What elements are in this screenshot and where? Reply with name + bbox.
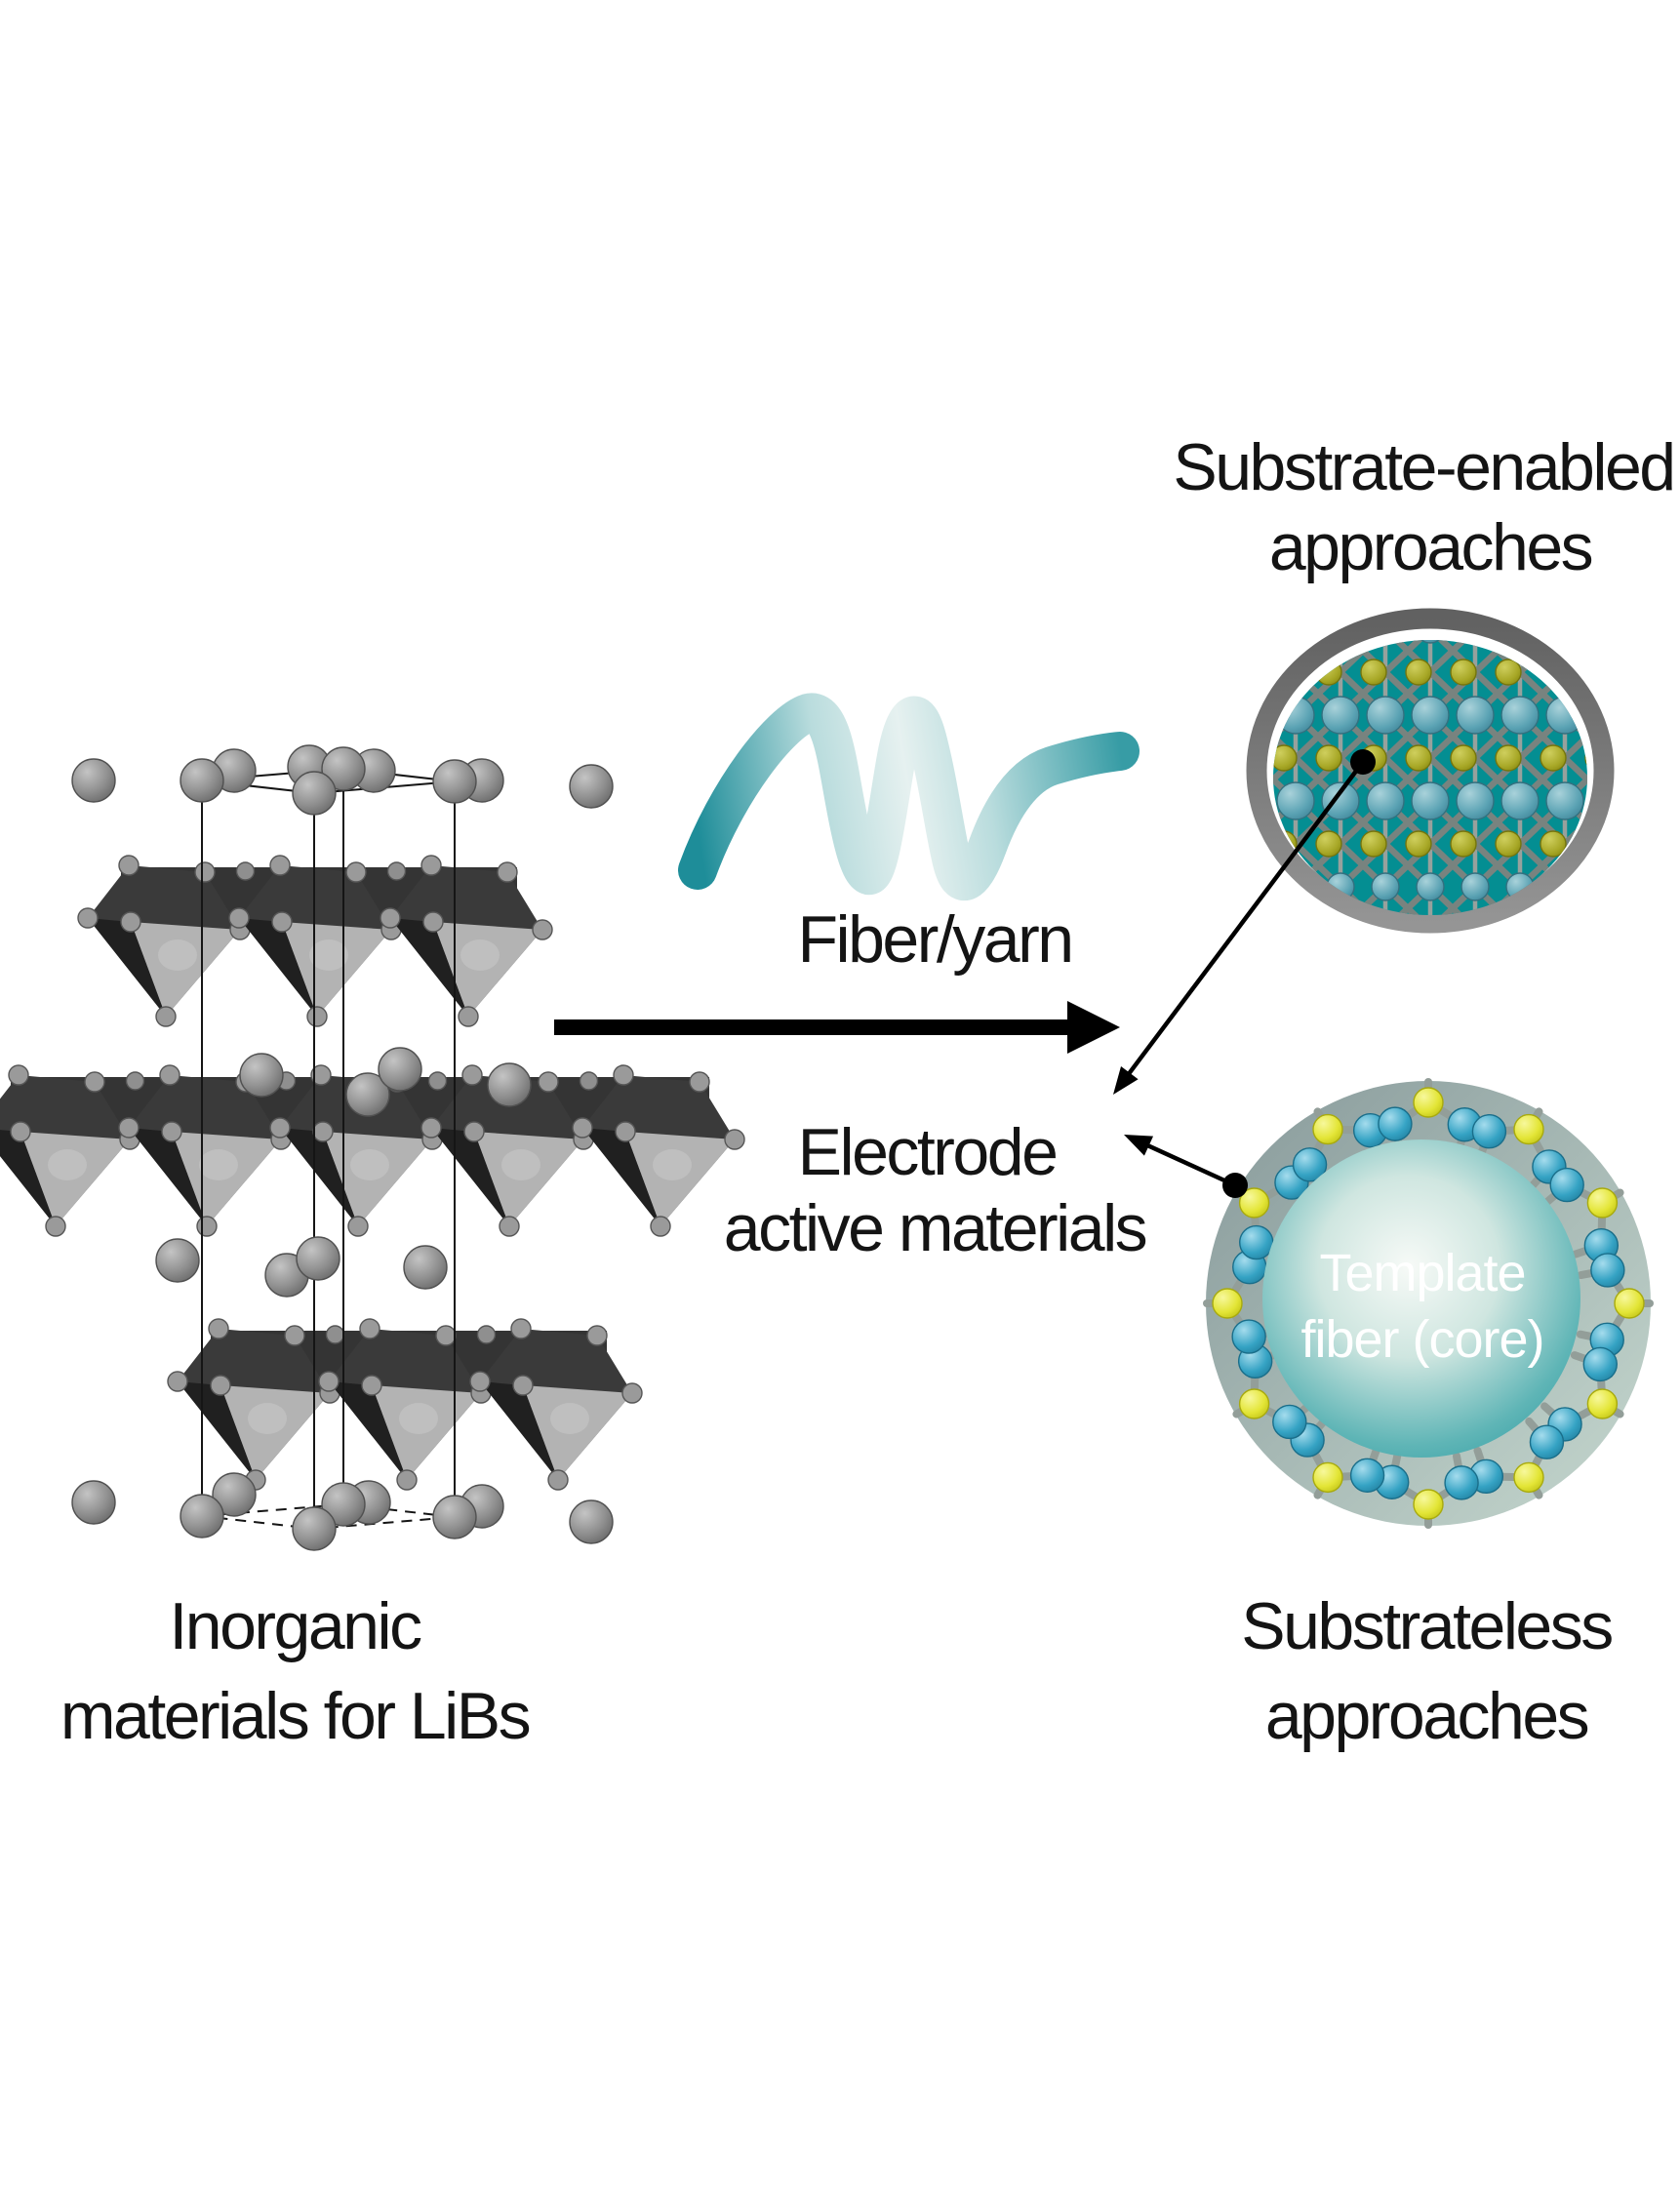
top-right-label-line1: Substrate-enabled: [1173, 430, 1676, 504]
fiber-yarn-label: Fiber/yarn: [797, 902, 1074, 977]
callout-arrows: [1113, 749, 1376, 1198]
template-core-shell-circle-illustration: [1203, 1078, 1654, 1529]
electrode-label-line2: active materials: [723, 1191, 1148, 1265]
fiber-yarn-squiggle-icon: [678, 693, 1140, 900]
left-label-line1: Inorganic: [169, 1589, 422, 1663]
top-right-label-line2: approaches: [1268, 510, 1594, 584]
crystal-structure-illustration: [0, 744, 745, 1551]
left-label-line2: materials for LiBs: [60, 1679, 532, 1753]
core-label-line2: fiber (core): [1300, 1310, 1544, 1369]
electrode-label-line1: Electrode: [797, 1115, 1059, 1189]
core-label-line1: Template: [1319, 1244, 1526, 1302]
process-arrow-right-icon: [554, 1001, 1120, 1054]
substrate-lattice-circle-illustration: [1246, 608, 1615, 934]
bottom-right-label-line1: Substrateless: [1241, 1589, 1614, 1663]
bottom-right-label-line2: approaches: [1264, 1679, 1590, 1753]
